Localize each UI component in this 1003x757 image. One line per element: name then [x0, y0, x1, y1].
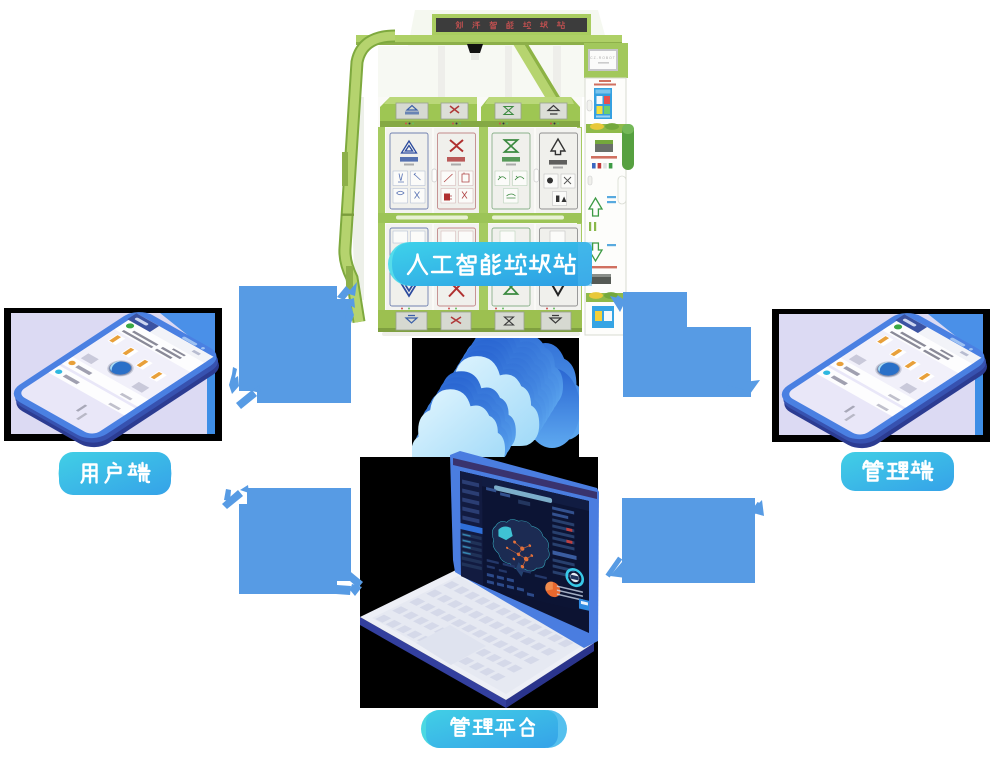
svg-text:CZ-ROBOT: CZ-ROBOT — [590, 56, 616, 60]
